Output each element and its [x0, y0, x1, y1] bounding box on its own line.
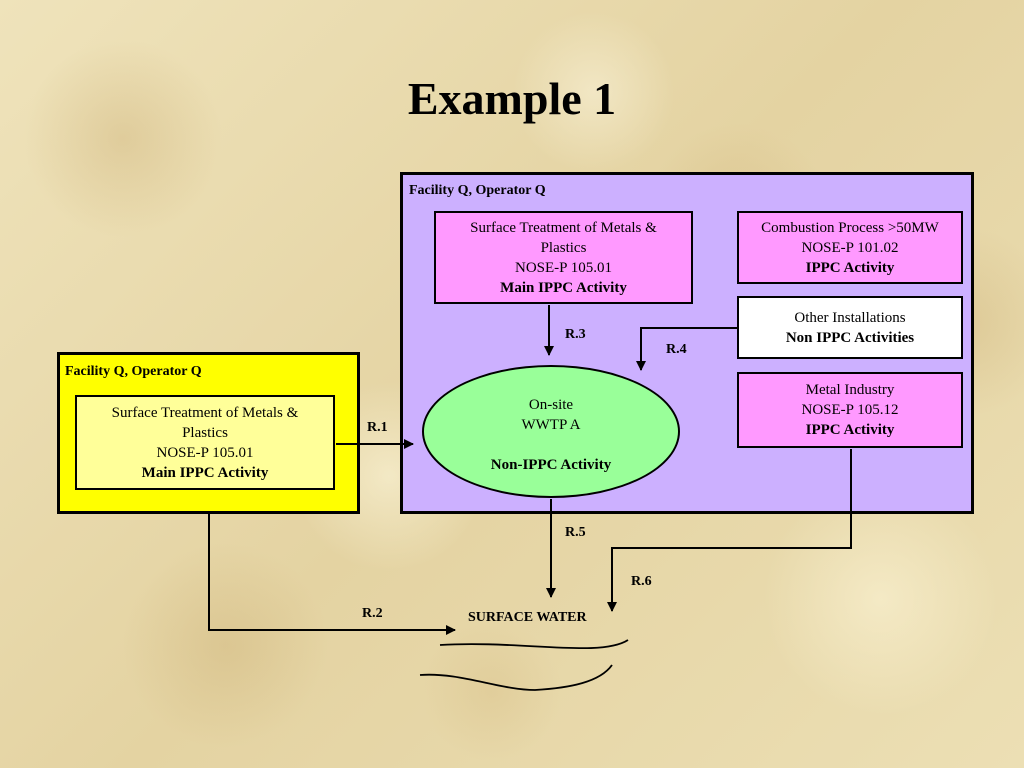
other-installations-box: Other Installations Non IPPC Activities [737, 296, 963, 359]
activity-type: Main IPPC Activity [141, 464, 269, 481]
activity-name-line2: Plastics [182, 424, 228, 441]
activity-name: Combustion Process >50MW [761, 219, 939, 236]
surface-treatment-activity-box: Surface Treatment of Metals & Plastics N… [434, 211, 693, 304]
wwtp-activity-type: Non-IPPC Activity [490, 457, 612, 473]
route-label-r5: R.5 [565, 525, 586, 540]
route-label-r1: R.1 [367, 420, 388, 435]
nose-code: NOSE-P 105.12 [801, 402, 899, 418]
facility-label: Facility Q, Operator Q [409, 183, 546, 198]
activity-name-line2: Plastics [540, 239, 587, 256]
nose-code: NOSE-P 101.02 [801, 239, 899, 256]
wwtp-ellipse: On-site WWTP A Non-IPPC Activity [422, 365, 680, 498]
facility-label: Facility Q, Operator Q [65, 364, 202, 379]
surface-water-label: SURFACE WATER [468, 610, 587, 625]
activity-type: IPPC Activity [805, 422, 895, 438]
water-wave-lower [419, 664, 613, 691]
route-label-r4: R.4 [666, 342, 687, 357]
secondary-surface-treatment-box: Surface Treatment of Metals & Plastics N… [75, 395, 335, 490]
arrow-r4 [636, 327, 737, 371]
route-label-r6: R.6 [631, 574, 652, 589]
activity-type: IPPC Activity [805, 259, 895, 276]
activity-name: Other Installations [794, 309, 906, 326]
activity-type: Non IPPC Activities [785, 329, 915, 346]
route-label-r2: R.2 [362, 606, 383, 621]
activity-name-line1: Surface Treatment of Metals & [470, 219, 657, 236]
arrow-r2 [208, 514, 456, 635]
wwtp-line1: On-site [528, 397, 574, 413]
combustion-process-box: Combustion Process >50MW NOSE-P 101.02 I… [737, 211, 963, 284]
nose-code: NOSE-P 105.01 [156, 444, 254, 461]
arrow-r6 [607, 449, 852, 612]
water-wave-upper [439, 639, 629, 650]
metal-industry-box: Metal Industry NOSE-P 105.12 IPPC Activi… [737, 372, 963, 448]
activity-name-line1: Surface Treatment of Metals & [111, 404, 299, 421]
activity-name: Metal Industry [805, 382, 895, 398]
nose-code: NOSE-P 105.01 [515, 259, 612, 276]
wwtp-line2: WWTP A [521, 417, 581, 433]
slide-title: Example 1 [407, 73, 617, 124]
activity-type: Main IPPC Activity [500, 279, 627, 296]
route-label-r3: R.3 [565, 327, 586, 342]
